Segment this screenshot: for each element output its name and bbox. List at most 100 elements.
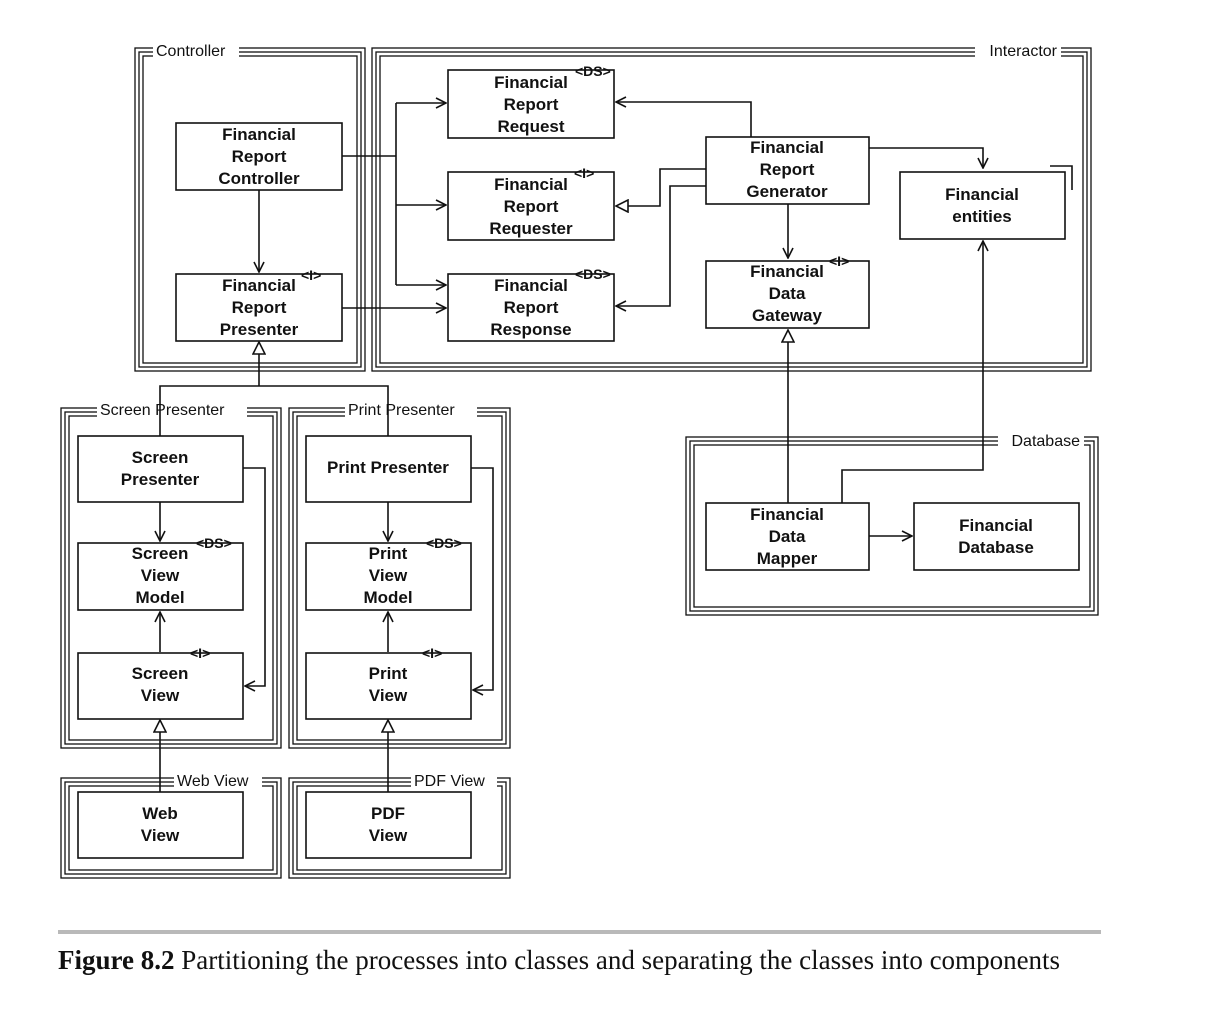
class-label-line: View [369, 826, 408, 845]
class-label-line: View [369, 686, 408, 705]
class-label-line: Screen [132, 544, 189, 563]
component-label-web-view: Web View [177, 773, 249, 790]
class-label-line: Mapper [757, 549, 818, 568]
class-label-line: Report [760, 160, 815, 179]
edge-generator-implements-requester [616, 168, 706, 206]
stereotype-label: <DS> [575, 63, 611, 79]
class-financial-entities: Financial entities [899, 171, 1066, 240]
edge-screen-presenter-to-view [243, 467, 266, 686]
class-print-presenter: Print Presenter [305, 435, 472, 503]
edge-presenters-implement-report-presenter [159, 385, 389, 436]
class-label-line: Report [504, 197, 559, 216]
class-label-line: Financial [750, 505, 824, 524]
class-label-line: Model [135, 588, 184, 607]
component-label-pdf-view: PDF View [414, 773, 485, 790]
class-financial-report-generator: Financial Report Generator [705, 136, 870, 205]
stereotype-label: <DS> [196, 535, 232, 551]
stereotype-label: <I> [829, 253, 849, 269]
component-web-view: Web View [60, 770, 282, 879]
edge-generator-to-response [616, 185, 706, 306]
class-print-view: Print View <I> [305, 645, 472, 720]
class-label-line: Print [369, 664, 408, 683]
class-label-line: Screen [132, 664, 189, 683]
component-database: Database [685, 429, 1099, 616]
stereotype-label: <I> [422, 645, 442, 661]
class-financial-report-request: Financial Report Request <DS> [447, 63, 615, 139]
stereotype-label: <DS> [426, 535, 462, 551]
class-financial-report-response: Financial Report Response <DS> [447, 266, 615, 342]
class-label-line: Financial [222, 125, 296, 144]
class-label-line: View [369, 566, 408, 585]
class-label-line: Database [958, 538, 1034, 557]
class-label-line: Report [504, 95, 559, 114]
class-screen-view-model: Screen View Model <DS> [77, 535, 244, 611]
edge-mapper-to-entities [841, 241, 983, 503]
class-financial-report-presenter: Financial Report Presenter <I> [175, 267, 343, 342]
class-label-line: Financial [222, 276, 296, 295]
class-label-line: Print [369, 544, 408, 563]
component-label-print-presenter: Print Presenter [348, 402, 455, 419]
component-controller: Controller [134, 40, 366, 372]
class-label-line: Report [232, 147, 287, 166]
architecture-diagram: Controller Interactor Screen Presenter P… [60, 40, 1099, 879]
edge-generator-to-request [616, 102, 752, 138]
class-label-line: Data [769, 527, 806, 546]
component-label-controller: Controller [156, 43, 226, 60]
class-label-line: Screen [132, 448, 189, 467]
class-label-line: Presenter [121, 470, 200, 489]
figure-caption-text: Partitioning the processes into classes … [181, 945, 1061, 975]
class-label-line: Controller [218, 169, 300, 188]
class-label-line: Request [497, 117, 564, 136]
class-label-line: Financial [959, 516, 1033, 535]
figure-number: Figure 8.2 [58, 945, 175, 975]
class-label-line: Report [504, 298, 559, 317]
component-label-database: Database [1012, 433, 1081, 450]
class-label-line: Model [363, 588, 412, 607]
component-interactor: Interactor [371, 40, 1092, 372]
class-label-line: Data [769, 284, 806, 303]
component-screen-presenter: Screen Presenter [60, 400, 282, 749]
stereotype-label: <DS> [575, 266, 611, 282]
class-financial-data-gateway: Financial Data Gateway <I> [705, 253, 870, 329]
component-pdf-view: PDF View [288, 770, 511, 879]
class-label-line: Financial [750, 262, 824, 281]
class-financial-data-mapper: Financial Data Mapper [705, 502, 870, 571]
class-label-line: View [141, 826, 180, 845]
class-label-line: Response [490, 320, 571, 339]
component-print-presenter: Print Presenter [288, 400, 511, 749]
class-label-line: Report [232, 298, 287, 317]
class-label-line: PDF [371, 804, 405, 823]
class-print-view-model: Print View Model <DS> [305, 535, 472, 611]
class-label-line: Generator [746, 182, 828, 201]
class-label-line: Financial [494, 276, 568, 295]
figure-caption: Figure 8.2 Partitioning the processes in… [58, 940, 1103, 980]
component-label-screen-presenter: Screen Presenter [100, 402, 225, 419]
class-label-line: Gateway [752, 306, 822, 325]
class-label-line: Print Presenter [327, 458, 449, 477]
class-label-line: Web [142, 804, 178, 823]
class-screen-presenter: Screen Presenter [77, 435, 244, 503]
component-label-interactor: Interactor [989, 43, 1057, 60]
class-web-view: Web View [77, 791, 244, 859]
class-label-line: Financial [494, 73, 568, 92]
class-financial-database: Financial Database [913, 502, 1080, 571]
caption-divider [58, 930, 1101, 934]
edge-generator-to-entities [869, 147, 983, 168]
stereotype-label: <I> [574, 165, 594, 181]
class-label-line: Financial [750, 138, 824, 157]
relationships [159, 102, 1073, 792]
class-label-line: Requester [489, 219, 573, 238]
stereotype-label: <I> [190, 645, 210, 661]
class-label-line: Financial [494, 175, 568, 194]
class-screen-view: Screen View <I> [77, 645, 244, 720]
class-label-line: Presenter [220, 320, 299, 339]
class-label-line: entities [952, 207, 1012, 226]
edge-print-presenter-to-view [471, 467, 494, 690]
class-label-line: View [141, 566, 180, 585]
class-label-line: Financial [945, 185, 1019, 204]
class-label-line: View [141, 686, 180, 705]
class-financial-report-controller: Financial Report Controller [175, 122, 343, 191]
class-pdf-view: PDF View [305, 791, 472, 859]
stereotype-label: <I> [301, 267, 321, 283]
entities-bracket [1050, 165, 1073, 190]
